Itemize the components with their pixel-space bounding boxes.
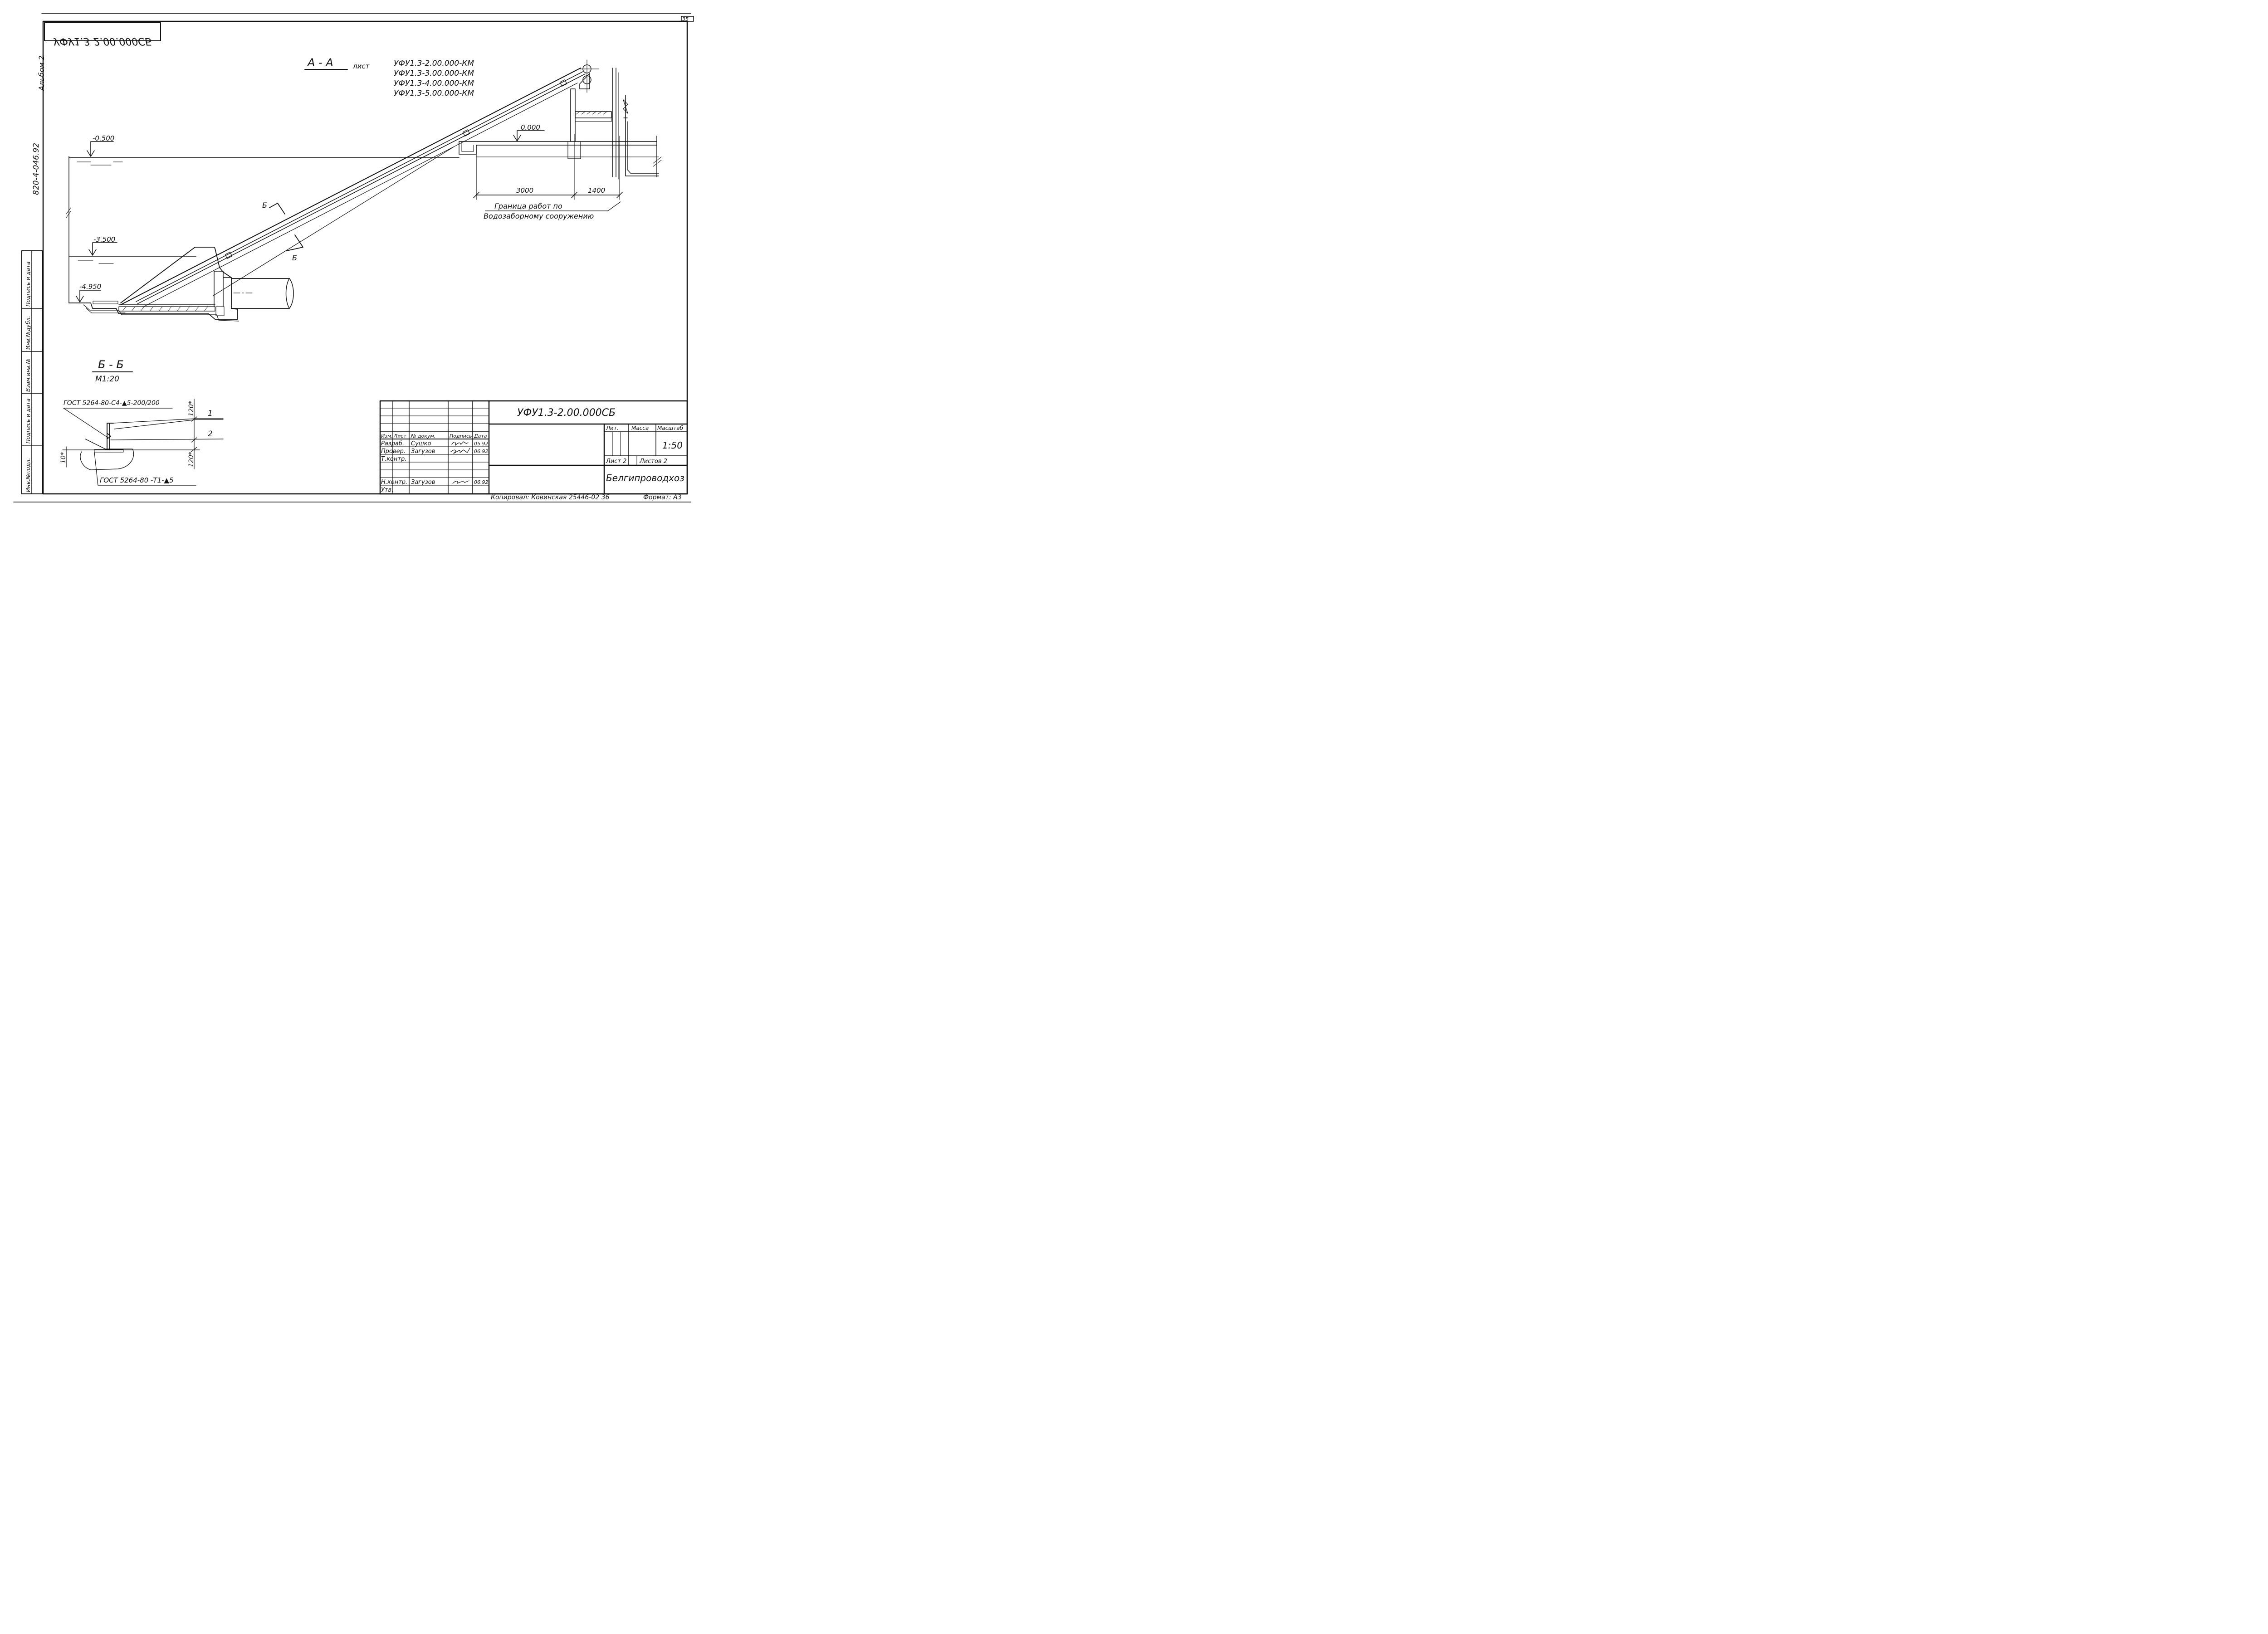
cut-mark-b-upper: Б <box>262 201 285 215</box>
sheets-label: Листов 2 <box>639 458 667 465</box>
role-prover: Провер. <box>381 448 406 455</box>
signature-razrab <box>451 441 469 446</box>
section-aa-sheet-word: лист <box>352 62 370 70</box>
role-razrab: Разраб. <box>381 440 404 447</box>
section-bb-title: Б - Б <box>98 358 124 371</box>
sheet-number: 35 <box>682 16 689 22</box>
stage-header: Лит. <box>606 425 619 431</box>
role-utv: Утв. <box>381 487 393 493</box>
section-bb: Б - Б М1:20 ГОСТ 5264-80-С4-▲5-200/200 1… <box>60 358 224 486</box>
reference-km-2: УФУ1.3-2.00.000-КМ <box>394 59 474 68</box>
elev-mark-4950: -4.950 <box>76 283 101 302</box>
designation: УФУ1.3-2.00.000СБ <box>517 407 616 419</box>
section-aa-title: А - А <box>307 56 333 69</box>
pump-station <box>459 59 662 200</box>
elev-mark-0500: -0.500 <box>87 134 114 157</box>
sheet-label: Лист 2 <box>606 458 626 465</box>
col-sign: Подпись <box>450 433 472 439</box>
footer: Копировал: Ковинская 25446-02 36 Формат:… <box>491 494 681 501</box>
scale-value: 1:50 <box>662 440 683 451</box>
side-field-vzam-inv: Взам.инв.№ <box>25 358 31 392</box>
elev-mark-3500: -3.500 <box>88 235 117 256</box>
elev-0500: -0.500 <box>93 134 114 142</box>
side-field-inv-podl: Инв.№подл. <box>25 458 31 492</box>
dim-10: 10* <box>60 452 67 463</box>
role-tkontr: Т.контр. <box>381 456 406 463</box>
side-field-inv-dubl: Инв.№дубл. <box>25 316 31 350</box>
organization: Белгипроводхоз <box>606 473 684 483</box>
boundary-note: Граница работ по Водозаборному сооружени… <box>484 201 621 220</box>
side-stamp: Инв.№подл. Подпись и дата Взам.инв.№ Инв… <box>21 250 43 494</box>
dim-1400: 1400 <box>588 186 605 195</box>
reference-km-5: УФУ1.3-5.00.000-КМ <box>394 89 474 98</box>
section-bb-scale: М1:20 <box>95 375 119 384</box>
mirrored-stamp: УФУ1.3-2.00.000СБ <box>44 22 161 47</box>
weld-bottom-spec: ГОСТ 5264-80 -Т1-▲5 <box>100 476 174 484</box>
dim-120-bottom: 120* <box>188 452 195 467</box>
dimension-line: 3000 1400 <box>473 186 623 198</box>
elev-mark-0000: 0.000 <box>513 123 545 141</box>
boundary-note-line1: Граница работ по <box>494 202 562 210</box>
dim-120-top: 120* <box>188 401 195 416</box>
scale-header: Масштаб <box>657 425 684 431</box>
cut-mark-b-lower: Б <box>286 234 303 262</box>
title-block: Изм. Лист № докум. Подпись Дата Разраб. … <box>379 400 688 495</box>
side-field-sign-date-2: Подпись и дата <box>25 262 31 307</box>
reference-km-3: УФУ1.3-3.00.000-КМ <box>394 69 474 78</box>
dim-3000: 3000 <box>516 186 533 195</box>
signature-prover <box>450 448 470 454</box>
col-list: Лист <box>393 433 406 439</box>
boundary-note-line2: Водозаборному сооружению <box>484 212 594 220</box>
name-razrab: Сушко <box>411 440 431 447</box>
section-aa: А - А лист УФУ1.3-2.00.000-КМ УФУ1.3-3.0… <box>66 56 662 322</box>
col-doc: № докум. <box>411 433 435 439</box>
cut-mark-b-lower-label: Б <box>292 254 297 262</box>
footer-copied: Копировал: Ковинская 25446-02 36 <box>491 494 610 501</box>
drawing-sheet: 35 УФУ1.3-2.00.000СБ Альбом 2 820-4-046.… <box>13 13 694 502</box>
col-date: Дата <box>474 433 487 439</box>
weld-top-spec: ГОСТ 5264-80-С4-▲5-200/200 <box>64 400 160 407</box>
footer-format: Формат: А3 <box>643 494 681 501</box>
col-izm: Изм. <box>381 433 393 439</box>
elev-0000: 0.000 <box>521 123 540 132</box>
elev-3500: -3.500 <box>93 235 115 244</box>
elev-4950: -4.950 <box>79 283 101 291</box>
sloping-pipe <box>120 68 586 307</box>
signature-nkontr <box>452 480 469 484</box>
album-label: Альбом 2 <box>37 55 46 91</box>
name-nkontr: Загузов <box>411 479 435 486</box>
date-nkontr: 06.92 <box>474 479 489 485</box>
date-razrab: 05.92 <box>474 441 489 447</box>
mirrored-stamp-code: УФУ1.3-2.00.000СБ <box>53 35 152 47</box>
reference-km-4: УФУ1.3-4.00.000-КМ <box>394 79 474 88</box>
sheet-frame: 35 <box>13 13 694 502</box>
callout-2: 2 <box>208 429 213 439</box>
mass-header: Масса <box>631 425 649 431</box>
project-number: 820-4-046.92 <box>32 143 41 195</box>
intake-structure <box>68 247 294 322</box>
callout-1: 1 <box>208 409 213 418</box>
name-prover: Загузов <box>411 448 435 455</box>
side-field-sign-date-1: Подпись и дата <box>25 399 31 444</box>
side-labels: Альбом 2 820-4-046.92 <box>32 55 46 195</box>
date-prover: 06.92 <box>474 449 489 454</box>
role-nkontr: Н.контр. <box>381 479 407 486</box>
cut-mark-b-upper-label: Б <box>262 201 267 210</box>
